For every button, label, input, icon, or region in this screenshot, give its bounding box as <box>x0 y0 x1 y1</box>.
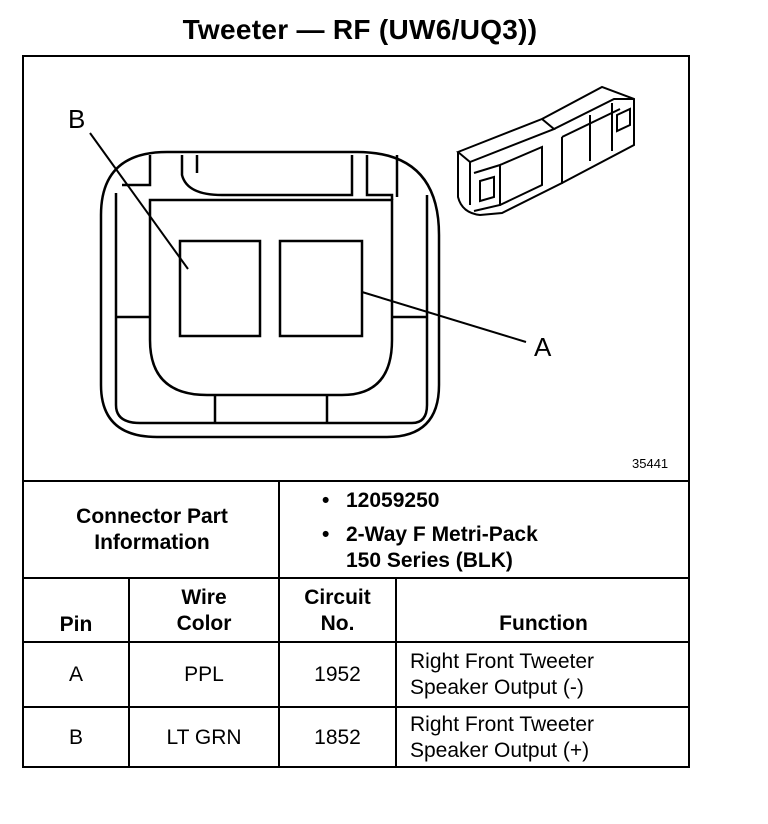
connector-info-label: Connector Part Information <box>24 483 280 577</box>
connector-info-label-line2: Information <box>94 531 210 554</box>
divider <box>128 577 130 767</box>
header-wire-color: Wire Color <box>130 582 278 640</box>
connector-info-label-line1: Connector Part <box>76 505 228 528</box>
header-circuit-line2: No. <box>320 612 355 635</box>
diagram-frame <box>22 55 690 768</box>
page-title: Tweeter — RF (UW6/UQ3)) <box>182 14 538 45</box>
table-row-b-function-line2: Speaker Output (+) <box>410 739 590 762</box>
table-row-a-pin: A <box>68 662 83 686</box>
header-circuit-no: Circuit No. <box>280 582 395 640</box>
header-function: Function <box>397 610 690 638</box>
table-row-a-function-line2: Speaker Output (-) <box>410 676 584 699</box>
connector-thumbnail <box>456 85 635 217</box>
bullet: • <box>322 489 330 512</box>
divider <box>395 577 397 767</box>
header-function-text: Function <box>499 612 588 635</box>
divider <box>22 480 690 482</box>
connector-info-list: • 12059250 • 2-Way F Metri-Pack 150 Seri… <box>322 488 538 574</box>
divider <box>22 577 690 579</box>
table-row-a-wire: PPL <box>184 662 224 686</box>
connector-type-line2: 150 Series (BLK) <box>346 549 513 572</box>
header-wire-line1: Wire <box>181 586 227 609</box>
part-number-item: • 12059250 <box>322 488 538 514</box>
table-row-a-function-line1: Right Front Tweeter <box>410 650 595 673</box>
table-row-b-circuit: 1852 <box>314 726 361 749</box>
connector-type-item: • 2-Way F Metri-Pack 150 Series (BLK) <box>322 522 538 574</box>
table-row-b-pin: B <box>68 726 83 749</box>
header-pin: Pin <box>24 610 128 640</box>
part-number: 12059250 <box>346 489 440 512</box>
connector-face-drawing <box>89 85 635 439</box>
header-circuit-line1: Circuit <box>304 586 371 609</box>
pin-b-label: B <box>68 104 86 134</box>
figure-number: 35441 <box>632 456 669 471</box>
table-row-b-function: Right Front Tweeter Speaker Output (+) <box>410 712 594 764</box>
connector-type: 2-Way F Metri-Pack 150 Series (BLK) <box>346 522 538 574</box>
header-wire-line2: Color <box>176 612 232 635</box>
divider <box>22 706 690 708</box>
bullet: • <box>322 523 330 546</box>
table-row-a-function: Right Front Tweeter Speaker Output (-) <box>410 649 594 701</box>
table-row-a-circuit: 1952 <box>314 662 361 686</box>
divider <box>278 480 280 578</box>
table-row-b-function-line1: Right Front Tweeter <box>410 713 595 736</box>
connector-type-line1: 2-Way F Metri-Pack <box>346 523 538 546</box>
divider <box>278 577 280 767</box>
table-row-b-wire: LT GRN <box>166 726 242 749</box>
pin-a-label: A <box>534 332 552 362</box>
divider <box>22 641 690 643</box>
header-pin-text: Pin <box>59 613 93 636</box>
